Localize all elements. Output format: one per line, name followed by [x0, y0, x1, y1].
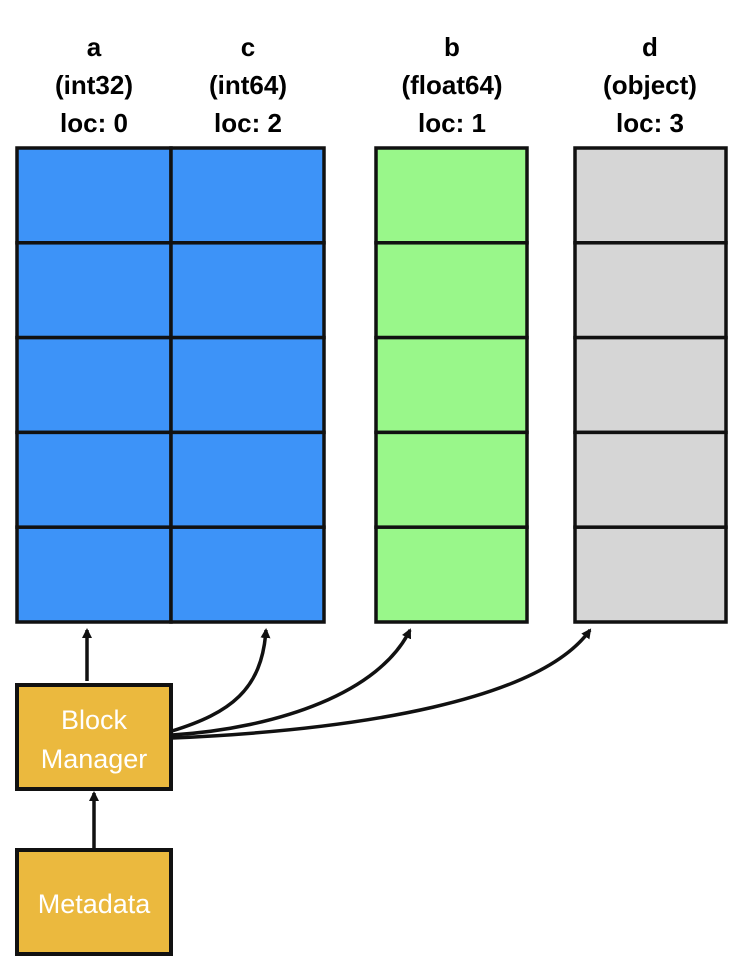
- block-cell: [15, 241, 173, 340]
- block-cell: [15, 430, 173, 529]
- block-manager-label-line1: Block: [61, 705, 128, 735]
- block-cell: [169, 525, 326, 624]
- block-cell: [573, 525, 728, 624]
- column-name: d: [642, 32, 658, 62]
- metadata-box: Metadata: [15, 848, 173, 956]
- column-name: a: [87, 32, 102, 62]
- column-name: b: [444, 32, 460, 62]
- arrow-manager-to-block-b: [171, 628, 412, 737]
- block-cell: [374, 146, 529, 245]
- column-loc: loc: 0: [60, 108, 128, 138]
- column-header-d: d (object) loc: 3: [603, 32, 697, 138]
- block-manager-box: Block Manager: [15, 683, 173, 791]
- arrow-manager-to-block-d: [171, 628, 592, 740]
- metadata-label: Metadata: [38, 889, 152, 919]
- block-cell: [15, 525, 173, 624]
- arrow-manager-to-block-c: [171, 628, 271, 733]
- column-header-c: c (int64) loc: 2: [209, 32, 287, 138]
- data-blocks: [15, 146, 728, 624]
- column-loc: loc: 1: [418, 108, 486, 138]
- column-dtype: (object): [603, 70, 697, 100]
- column-header-b: b (float64) loc: 1: [401, 32, 502, 138]
- block-cell: [169, 335, 326, 435]
- block-column-c: [169, 146, 326, 624]
- block-cell: [573, 146, 728, 245]
- column-dtype: (int64): [209, 70, 287, 100]
- column-header-a: a (int32) loc: 0: [55, 32, 133, 138]
- block-cell: [169, 241, 326, 340]
- block-cell: [374, 525, 529, 624]
- block-column-d: [573, 146, 728, 624]
- block-column-a: [15, 146, 173, 624]
- block-cell: [169, 430, 326, 529]
- block-cell: [573, 241, 728, 340]
- arrows: [82, 628, 592, 848]
- block-column-b: [374, 146, 529, 624]
- block-cell: [374, 241, 529, 340]
- column-dtype: (float64): [401, 70, 502, 100]
- column-loc: loc: 3: [616, 108, 684, 138]
- block-manager-label-line2: Manager: [41, 744, 148, 774]
- block-cell: [573, 335, 728, 435]
- column-dtype: (int32): [55, 70, 133, 100]
- column-loc: loc: 2: [214, 108, 282, 138]
- block-cell: [169, 146, 326, 245]
- block-cell: [374, 335, 529, 435]
- column-name: c: [241, 32, 255, 62]
- block-cell: [374, 430, 529, 529]
- block-cell: [15, 335, 173, 435]
- block-cell: [15, 146, 173, 245]
- block-cell: [573, 430, 728, 529]
